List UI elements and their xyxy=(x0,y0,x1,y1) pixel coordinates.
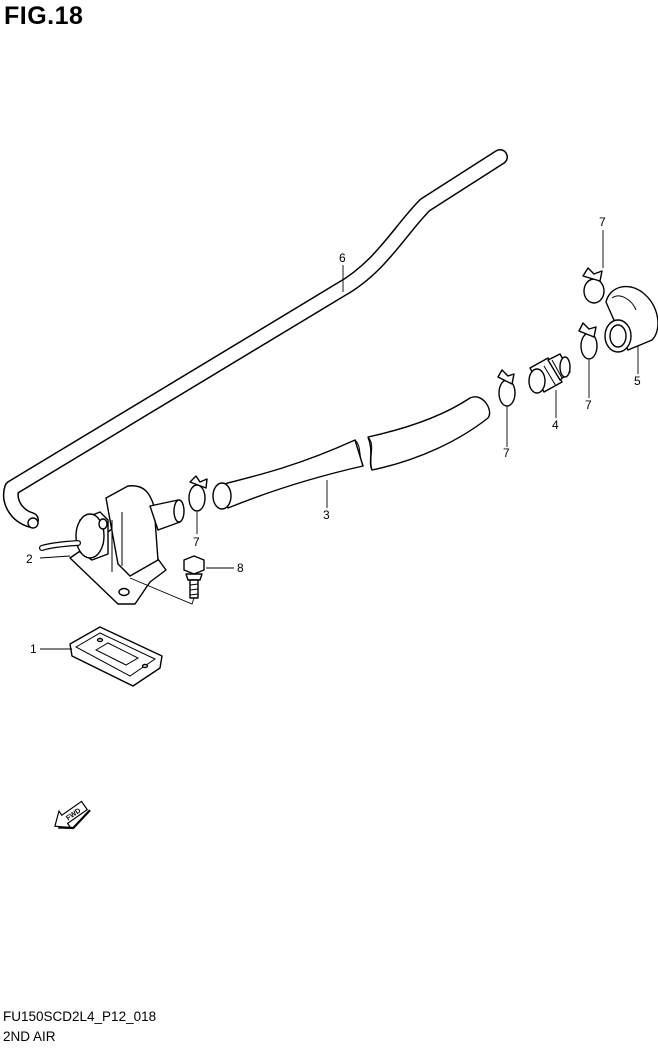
callout-7a: 7 xyxy=(193,535,200,549)
elbow-5[interactable] xyxy=(604,285,658,353)
callout-2: 2 xyxy=(26,552,33,566)
callout-6: 6 xyxy=(339,251,346,265)
fwd-arrow-icon: FWD xyxy=(54,800,91,830)
callout-7c: 7 xyxy=(585,398,592,412)
clamp-7c[interactable] xyxy=(578,322,598,360)
diagram-code: FU150SCD2L4_P12_018 xyxy=(3,1009,157,1024)
bolt-8[interactable] xyxy=(183,555,205,599)
hose-6[interactable] xyxy=(3,149,508,529)
clamp-7b[interactable] xyxy=(497,369,516,407)
connector-4[interactable] xyxy=(528,353,571,394)
callout-7b: 7 xyxy=(503,446,510,460)
callout-1: 1 xyxy=(30,642,37,656)
clamp-7a[interactable] xyxy=(188,475,208,512)
hose-3[interactable] xyxy=(212,396,491,510)
callout-3: 3 xyxy=(323,508,330,522)
callout-7d: 7 xyxy=(599,215,606,229)
callout-8: 8 xyxy=(237,561,244,575)
callout-numbers: 1 2 3 4 5 6 7 7 7 7 8 xyxy=(26,215,641,656)
assembly-lines xyxy=(129,577,195,605)
leader-lines xyxy=(39,230,639,650)
figure-title: FIG.18 xyxy=(4,2,84,30)
gasket-1[interactable] xyxy=(69,626,163,687)
diagram-name: 2ND AIR xyxy=(3,1029,56,1044)
callout-5: 5 xyxy=(634,374,641,388)
callout-4: 4 xyxy=(552,418,559,432)
clamp-7d[interactable] xyxy=(582,267,605,304)
reed-valve-2[interactable] xyxy=(39,485,185,605)
